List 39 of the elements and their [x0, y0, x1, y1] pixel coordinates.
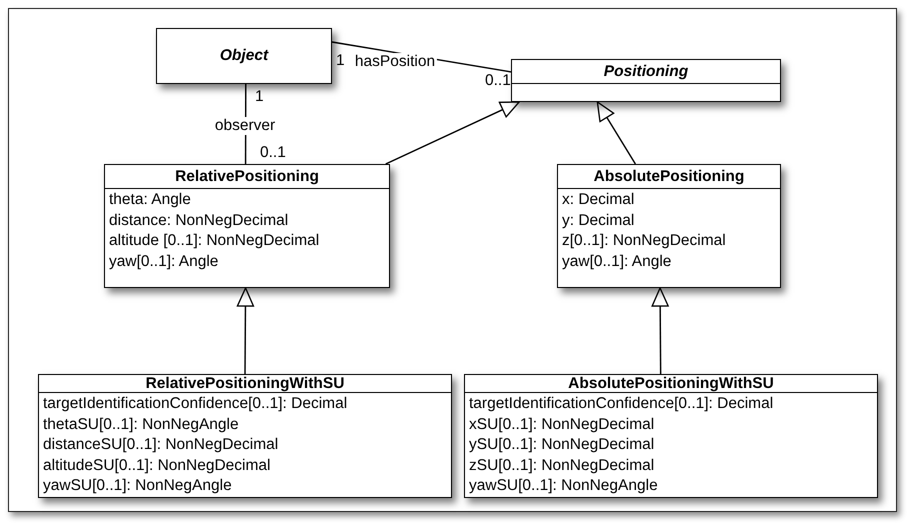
class-box — [557, 164, 781, 288]
attribute-text: ySU[0..1]: NonNegDecimal — [469, 435, 654, 455]
attribute-text: altitude [0..1]: NonNegDecimal — [109, 231, 320, 251]
attribute-text: y: Decimal — [562, 210, 634, 230]
class-name: RelativePositioning — [174, 167, 320, 187]
class-box — [104, 164, 390, 288]
attribute-text: distance: NonNegDecimal — [109, 210, 288, 230]
attribute-text: zSU[0..1]: NonNegDecimal — [469, 456, 654, 476]
generalization-arrow — [385, 101, 520, 165]
attribute-text: yaw[0..1]: Angle — [109, 252, 218, 272]
attribute-text: altitudeSU[0..1]: NonNegDecimal — [43, 456, 270, 476]
class-box — [156, 28, 332, 84]
class-name: RelativePositioningWithSU — [144, 375, 346, 392]
attribute-text: distanceSU[0..1]: NonNegDecimal — [43, 435, 278, 455]
attribute-text: x: Decimal — [562, 190, 634, 210]
multiplicity-label: 0..1 — [485, 72, 511, 90]
attribute-text: targetIdentificationConfidence[0..1]: Decimal — [43, 394, 348, 414]
multiplicity-label: 1 — [255, 88, 264, 106]
association-label: observer — [212, 117, 278, 135]
class-box — [38, 374, 452, 498]
class-name: AbsolutePositioning — [592, 167, 746, 187]
generalization-arrow — [652, 287, 669, 374]
attribute-text: xSU[0..1]: NonNegDecimal — [469, 414, 654, 434]
class-box — [511, 59, 781, 102]
attribute-text: yaw[0..1]: Angle — [562, 252, 672, 272]
attribute-text: z[0..1]: NonNegDecimal — [562, 231, 726, 251]
attribute-text: thetaSU[0..1]: NonNegAngle — [43, 414, 239, 434]
multiplicity-label: 0..1 — [260, 144, 286, 162]
class-name: Positioning — [602, 62, 690, 82]
multiplicity-label: 1 — [336, 52, 345, 70]
attribute-text: yawSU[0..1]: NonNegAngle — [469, 476, 658, 496]
generalization-arrow — [236, 287, 254, 374]
attribute-text: theta: Angle — [109, 190, 191, 210]
attribute-text: targetIdentificationConfidence[0..1]: Decimal — [469, 394, 774, 414]
class-name: Object — [218, 46, 270, 66]
class-name: AbsolutePositioningWithSU — [567, 375, 775, 392]
generalization-arrow — [596, 101, 636, 164]
class-box — [464, 374, 878, 498]
attribute-text: yawSU[0..1]: NonNegAngle — [43, 476, 232, 496]
